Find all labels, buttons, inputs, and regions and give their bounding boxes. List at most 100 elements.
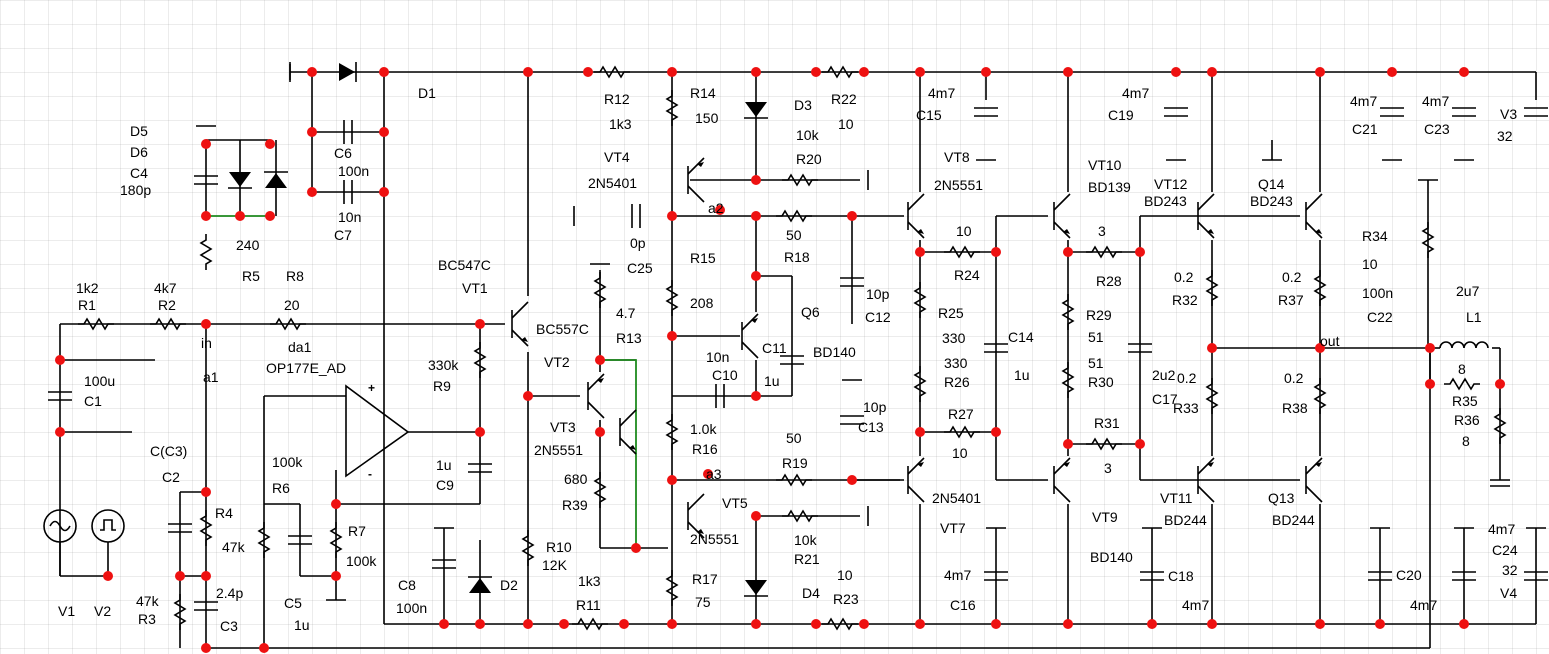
junction-dot[interactable] <box>175 571 185 581</box>
junction-dot[interactable] <box>201 571 211 581</box>
junction-dot[interactable] <box>595 427 605 437</box>
label: 32 <box>1497 128 1513 144</box>
junction-dot[interactable] <box>1207 67 1217 77</box>
label: C14 <box>1008 329 1034 345</box>
junction-dot[interactable] <box>331 571 341 581</box>
junction-dot[interactable] <box>595 355 605 365</box>
junction-dot[interactable] <box>991 619 1001 629</box>
junction-dot[interactable] <box>201 643 211 653</box>
junction-dot[interactable] <box>265 211 275 221</box>
junction-dot[interactable] <box>1425 343 1435 353</box>
led-d3 <box>744 102 768 119</box>
label: 50 <box>786 227 802 243</box>
junction-dot[interactable] <box>859 67 869 77</box>
junction-dot[interactable] <box>1459 619 1469 629</box>
junction-dot[interactable] <box>847 211 857 221</box>
junction-dot[interactable] <box>751 271 761 281</box>
junction-dot[interactable] <box>1063 67 1073 77</box>
junction-dot[interactable] <box>259 643 269 653</box>
junction-dot[interactable] <box>1425 379 1435 389</box>
junction-dot[interactable] <box>379 127 389 137</box>
junction-dot[interactable] <box>667 211 677 221</box>
junction-dot[interactable] <box>1375 619 1385 629</box>
junction-dot[interactable] <box>1495 379 1505 389</box>
junction-dot[interactable] <box>847 475 857 485</box>
resistor-r32 <box>1206 269 1218 307</box>
junction-dot[interactable] <box>55 355 65 365</box>
junction-dot[interactable] <box>631 543 641 553</box>
junction-dot[interactable] <box>559 619 569 629</box>
junction-dot[interactable] <box>751 175 761 185</box>
junction-dot[interactable] <box>1135 439 1145 449</box>
label: 0.2 <box>1282 269 1302 285</box>
junction-dot[interactable] <box>811 619 821 629</box>
junction-dot[interactable] <box>1063 439 1073 449</box>
junction-dot[interactable] <box>475 427 485 437</box>
junction-dot[interactable] <box>1315 67 1325 77</box>
junction-dot[interactable] <box>201 487 211 497</box>
junction-dot[interactable] <box>379 67 389 77</box>
junction-dot[interactable] <box>1171 67 1181 77</box>
junction-dot[interactable] <box>811 67 821 77</box>
junction-dot[interactable] <box>703 469 713 479</box>
junction-dot[interactable] <box>1063 619 1073 629</box>
junction-dot[interactable] <box>55 427 65 437</box>
junction-dot[interactable] <box>307 187 317 197</box>
junction-dot[interactable] <box>915 247 925 257</box>
junction-dot[interactable] <box>619 619 629 629</box>
junction-dot[interactable] <box>201 211 211 221</box>
junction-dot[interactable] <box>523 619 533 629</box>
label: 20 <box>284 297 300 313</box>
junction-dot[interactable] <box>331 499 341 509</box>
junction-dot[interactable] <box>667 331 677 341</box>
junction-dot[interactable] <box>751 211 761 221</box>
junction-dot[interactable] <box>915 619 925 629</box>
resistor-r12 <box>593 66 631 78</box>
junction-dot[interactable] <box>201 319 211 329</box>
junction-dot[interactable] <box>915 427 925 437</box>
junction-dot[interactable] <box>523 391 533 401</box>
label: 8 <box>1458 361 1466 377</box>
junction-dot[interactable] <box>667 67 677 77</box>
junction-dot[interactable] <box>523 67 533 77</box>
junction-dot[interactable] <box>1063 247 1073 257</box>
junction-dot[interactable] <box>475 319 485 329</box>
junction-dot[interactable] <box>475 619 485 629</box>
junction-dot[interactable] <box>915 67 925 77</box>
junction-dot[interactable] <box>751 67 761 77</box>
junction-dot[interactable] <box>991 427 1001 437</box>
junction-dot[interactable] <box>751 619 761 629</box>
label: R20 <box>796 151 822 167</box>
junction-dot[interactable] <box>1315 343 1325 353</box>
junction-dot[interactable] <box>751 511 761 521</box>
diode-d1 <box>339 62 357 82</box>
label: D3 <box>794 97 812 113</box>
label: D2 <box>500 577 518 593</box>
label: R26 <box>944 374 970 390</box>
junction-dot[interactable] <box>1387 67 1397 77</box>
junction-dot[interactable] <box>667 619 677 629</box>
junction-dot[interactable] <box>583 67 593 77</box>
junction-dot[interactable] <box>103 571 113 581</box>
junction-dot[interactable] <box>379 187 389 197</box>
junction-dot[interactable] <box>307 67 317 77</box>
junction-dot[interactable] <box>751 391 761 401</box>
junction-dot[interactable] <box>307 127 317 137</box>
junction-dot[interactable] <box>667 475 677 485</box>
junction-dot[interactable] <box>1207 619 1217 629</box>
junction-dot[interactable] <box>1135 247 1145 257</box>
junction-dot[interactable] <box>1207 343 1217 353</box>
junction-dot[interactable] <box>265 139 275 149</box>
junction-dot[interactable] <box>235 211 245 221</box>
junction-dot[interactable] <box>715 205 725 215</box>
junction-dot[interactable] <box>1147 619 1157 629</box>
junction-dot[interactable] <box>859 619 869 629</box>
junction-dot[interactable] <box>439 619 449 629</box>
junction-dot[interactable] <box>1459 67 1469 77</box>
junction-dot[interactable] <box>981 67 991 77</box>
junction-dot[interactable] <box>1315 619 1325 629</box>
junction-dot[interactable] <box>991 247 1001 257</box>
junction-dot[interactable] <box>201 139 211 149</box>
